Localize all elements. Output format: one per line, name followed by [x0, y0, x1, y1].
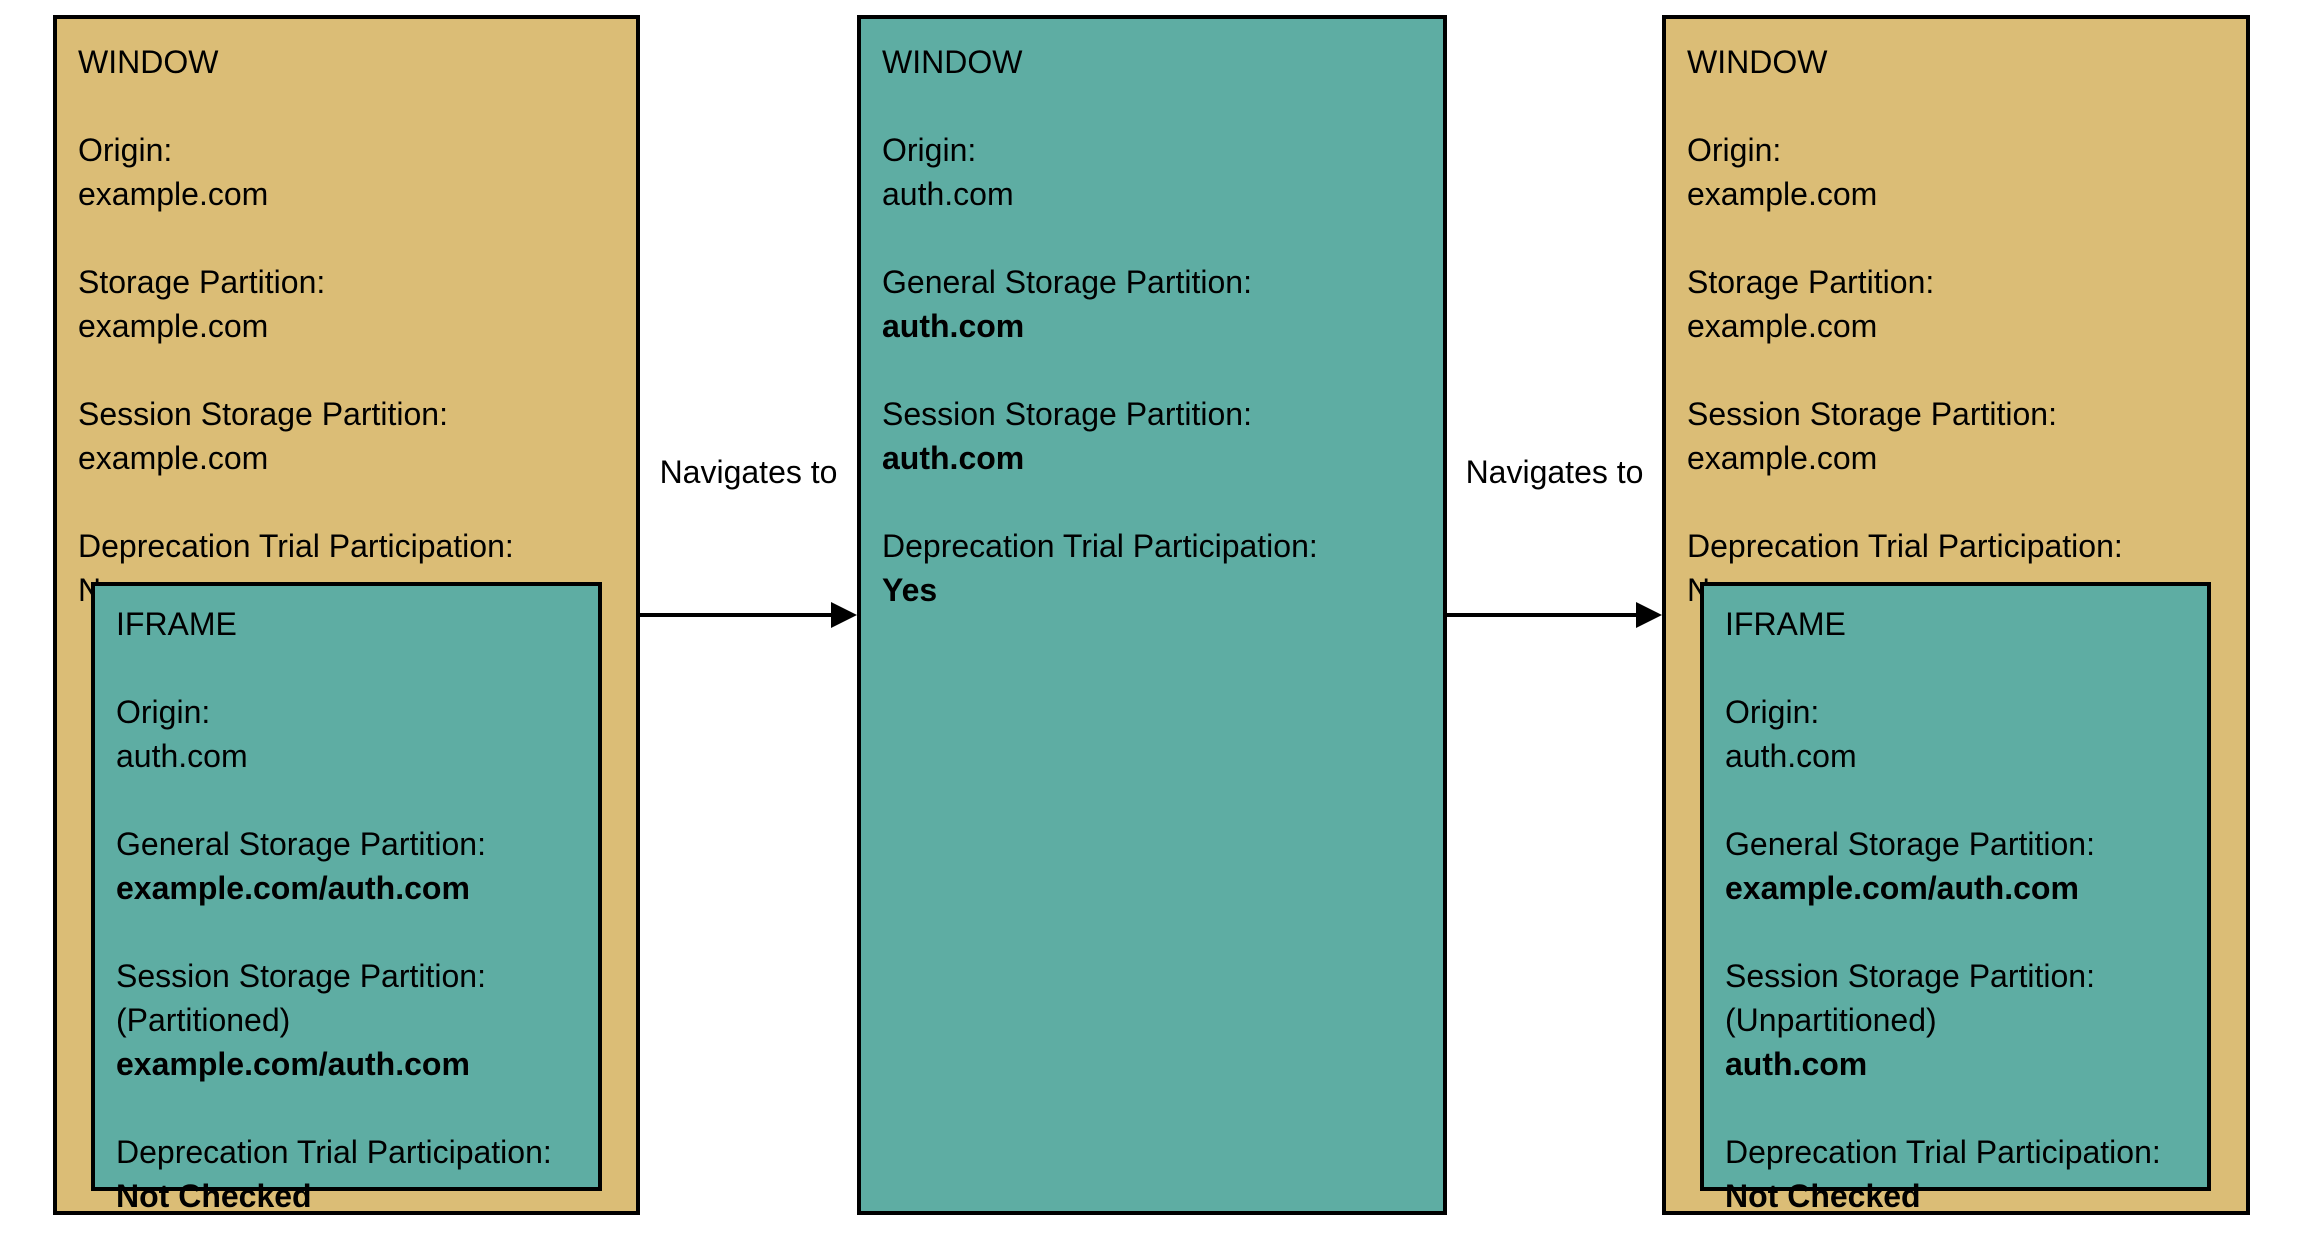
field-value: Not Checked: [1725, 1178, 1921, 1214]
field-label: Origin:: [116, 694, 211, 730]
field-value: example.com: [78, 308, 269, 344]
field-value: auth.com: [882, 176, 1014, 212]
field-value: auth.com: [116, 738, 248, 774]
deprecation-trial-field: Deprecation Trial Participation: No: [1687, 524, 2226, 612]
window-box-auth: WINDOW Origin: auth.com General Storage …: [857, 15, 1447, 1215]
origin-field: Origin: auth.com: [1725, 690, 2189, 778]
window-title: WINDOW: [882, 44, 1023, 80]
field-value: example.com/auth.com: [116, 1046, 470, 1082]
general-storage-partition-field: General Storage Partition: example.com/a…: [116, 822, 580, 910]
field-label: Origin:: [882, 132, 977, 168]
field-value: Yes: [882, 572, 938, 608]
field-value: example.com/auth.com: [1725, 870, 2079, 906]
session-storage-partition-field: Session Storage Partition: example.com: [1687, 392, 2226, 480]
window-title: WINDOW: [78, 44, 219, 80]
field-label: Deprecation Trial Participation:: [78, 528, 514, 564]
field-label: Deprecation Trial Participation:: [882, 528, 1318, 564]
origin-field: Origin: example.com: [78, 128, 616, 216]
field-label: Session Storage Partition:: [1725, 958, 2095, 994]
arrow-head-1: [831, 602, 857, 628]
navigates-to-label-2: Navigates to: [1465, 454, 1644, 490]
field-value: example.com: [1687, 440, 1878, 476]
field-value: example.com: [78, 440, 269, 476]
session-storage-partition-field: Session Storage Partition: (Unpartitione…: [1725, 954, 2189, 1086]
window-box-example-2: WINDOW Origin: example.com Storage Parti…: [1662, 15, 2250, 1215]
field-value: auth.com: [1725, 738, 1857, 774]
arrow-line-2: [1447, 613, 1638, 617]
session-storage-partition-field: Session Storage Partition: auth.com: [882, 392, 1423, 480]
field-value: auth.com: [882, 308, 1025, 344]
field-label: Session Storage Partition:: [78, 396, 448, 432]
iframe-title: IFRAME: [116, 606, 237, 642]
field-label: Session Storage Partition:: [882, 396, 1252, 432]
field-value: example.com/auth.com: [116, 870, 470, 906]
field-value-qualifier: (Partitioned): [116, 1002, 291, 1038]
field-value: Not Checked: [116, 1178, 312, 1214]
field-label: General Storage Partition:: [116, 826, 486, 862]
field-label: Origin:: [78, 132, 173, 168]
deprecation-trial-field: Deprecation Trial Participation: Not Che…: [1725, 1130, 2189, 1218]
field-label: General Storage Partition:: [1725, 826, 2095, 862]
iframe-box-auth-1: IFRAME Origin: auth.com General Storage …: [91, 582, 602, 1214]
field-label: Storage Partition:: [1687, 264, 1935, 300]
field-label: Deprecation Trial Participation:: [116, 1134, 552, 1170]
field-label: Deprecation Trial Participation:: [1687, 528, 2123, 564]
deprecation-trial-field: Deprecation Trial Participation: Yes: [882, 524, 1423, 612]
field-value-qualifier: (Unpartitioned): [1725, 1002, 1937, 1038]
session-storage-partition-field: Session Storage Partition: example.com: [78, 392, 616, 480]
field-label: Session Storage Partition:: [1687, 396, 2057, 432]
field-value: example.com: [78, 176, 269, 212]
iframe-title: IFRAME: [1725, 606, 1846, 642]
origin-field: Origin: auth.com: [882, 128, 1423, 216]
storage-partition-field: Storage Partition: example.com: [1687, 260, 2226, 348]
origin-field: Origin: auth.com: [116, 690, 580, 778]
arrow-head-2: [1636, 602, 1662, 628]
iframe-box-auth-2: IFRAME Origin: auth.com General Storage …: [1700, 582, 2211, 1214]
window-title: WINDOW: [1687, 44, 1828, 80]
field-label: Origin:: [1725, 694, 1820, 730]
field-label: Storage Partition:: [78, 264, 326, 300]
field-value: auth.com: [882, 440, 1025, 476]
origin-field: Origin: example.com: [1687, 128, 2226, 216]
general-storage-partition-field: General Storage Partition: example.com/a…: [1725, 822, 2189, 910]
field-label: Deprecation Trial Participation:: [1725, 1134, 2161, 1170]
arrow-line-1: [640, 613, 833, 617]
general-storage-partition-field: General Storage Partition: auth.com: [882, 260, 1423, 348]
field-label: General Storage Partition:: [882, 264, 1252, 300]
field-value: example.com: [1687, 308, 1878, 344]
field-value: auth.com: [1725, 1046, 1868, 1082]
session-storage-partition-field: Session Storage Partition: (Partitioned)…: [116, 954, 580, 1086]
window-box-example-1: WINDOW Origin: example.com Storage Parti…: [53, 15, 640, 1215]
deprecation-trial-field: Deprecation Trial Participation: Not Che…: [116, 1130, 580, 1218]
storage-partition-field: Storage Partition: example.com: [78, 260, 616, 348]
navigates-to-label-1: Navigates to: [659, 454, 838, 490]
field-value: example.com: [1687, 176, 1878, 212]
field-label: Session Storage Partition:: [116, 958, 486, 994]
field-label: Origin:: [1687, 132, 1782, 168]
